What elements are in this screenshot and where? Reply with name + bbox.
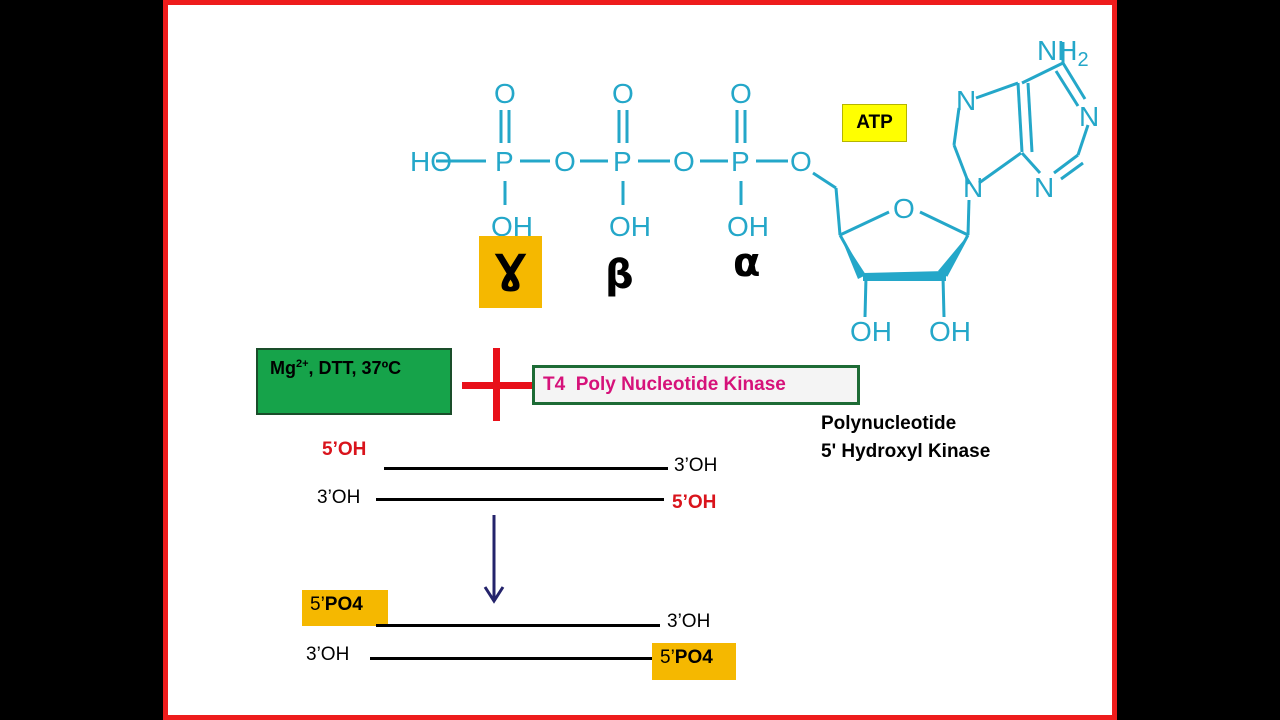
ribose-bold-bond: [863, 271, 946, 281]
plus-sign-vertical: [493, 348, 500, 421]
after-top-right-label: 3’OH: [667, 611, 711, 632]
atp-label: ATP: [842, 104, 907, 142]
bridge-oxygen-2: O: [673, 146, 695, 177]
after-top-left-label: 5’PO4: [302, 590, 388, 626]
terminal-hydroxyl: HO: [410, 146, 452, 177]
ribose-wedge-left: [840, 235, 866, 279]
after-bottom-right-label: 5’PO4: [652, 643, 736, 680]
ribose-oxygen: O: [893, 193, 915, 224]
slide: HO P O OH O P O OH O P O OH O O OH OH N …: [163, 0, 1117, 720]
beta-label: β: [605, 252, 634, 298]
ribose-hydroxyl-2: OH: [850, 316, 892, 347]
reaction-conditions: Mg2+, DTT, 37ºC: [256, 348, 452, 415]
mg-charge: 2+: [296, 358, 309, 370]
adenine-n7: N: [956, 85, 976, 116]
before-top-right-label: 3’OH: [674, 455, 718, 476]
atp-structure: HO P O OH O P O OH O P O OH O O OH OH N …: [410, 35, 1099, 347]
mg-label: Mg: [270, 358, 296, 378]
adenine-n3: N: [1034, 172, 1054, 203]
bridge-oxygen-1: O: [554, 146, 576, 177]
reaction-arrow-icon: [483, 515, 505, 604]
adenine-n1: N: [1079, 101, 1099, 132]
enzyme-name-box: T4 Poly Nucleotide Kinase: [532, 365, 860, 405]
after-bottom-strand: [370, 657, 652, 660]
hydroxyl-beta: OH: [609, 211, 651, 242]
ribose-wedge-right: [938, 235, 968, 275]
gamma-phosphate-highlight: Ɣ: [479, 236, 542, 308]
before-bottom-left-label: 3’OH: [317, 487, 361, 508]
before-bottom-strand: [376, 498, 664, 501]
gamma-label: Ɣ: [494, 247, 527, 293]
conditions-rest: , DTT, 37ºC: [308, 358, 402, 378]
phosphorus-beta: P: [613, 146, 632, 177]
ribose-hydroxyl-3: OH: [929, 316, 971, 347]
enzyme-alt-name-line2: 5' Hydroxyl Kinase: [821, 441, 991, 462]
oxygen-alpha: O: [730, 78, 752, 109]
before-top-left-label: 5’OH: [322, 439, 367, 460]
after-top-strand: [376, 624, 660, 627]
after-bottom-left-label: 3’OH: [306, 644, 350, 665]
amino-group: NH2: [1037, 35, 1089, 71]
phosphorus-alpha: P: [731, 146, 750, 177]
hydroxyl-alpha: OH: [727, 211, 769, 242]
atp-bonds: [436, 42, 1090, 318]
oxygen-beta: O: [612, 78, 634, 109]
before-bottom-right-label: 5’OH: [672, 492, 717, 513]
before-top-strand: [384, 467, 668, 470]
phosphorus-gamma: P: [495, 146, 514, 177]
oxygen-gamma: O: [494, 78, 516, 109]
enzyme-alt-name-line1: Polynucleotide: [821, 413, 957, 434]
ester-oxygen: O: [790, 146, 812, 177]
alpha-label: α: [733, 240, 761, 286]
adenine-n9: N: [963, 172, 983, 203]
